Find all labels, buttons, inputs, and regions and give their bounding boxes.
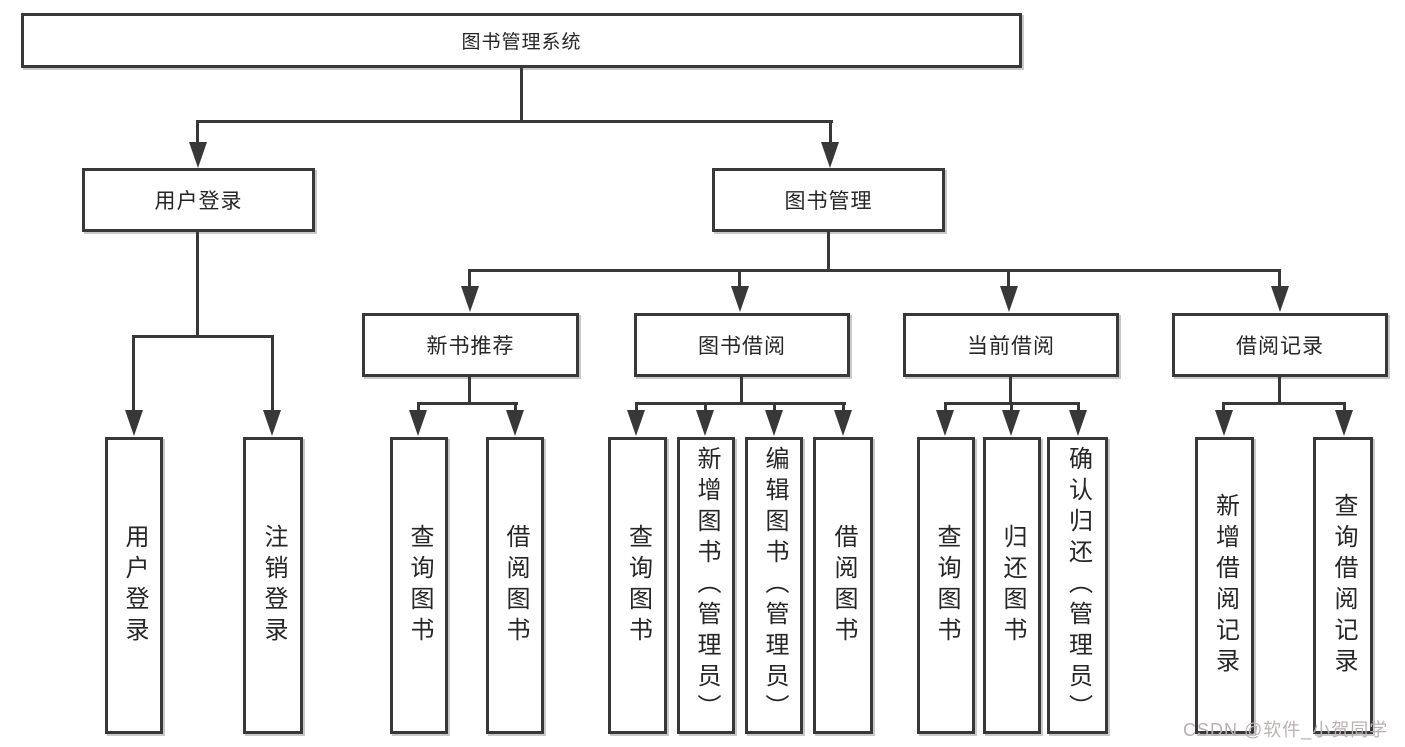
node-current-borrowing: 当前借阅	[903, 313, 1119, 377]
connector-line	[132, 335, 274, 338]
connector-line	[1222, 402, 1225, 414]
arrowhead-icon	[1215, 410, 1233, 436]
connector-line	[196, 232, 199, 338]
leaf-label: 查询借阅记录	[1330, 492, 1357, 679]
arrowhead-icon	[263, 410, 281, 436]
connector-line	[635, 402, 638, 414]
leaf-nbr-query-books: 查询图书	[390, 437, 448, 734]
leaf-bb-edit-books-admin: 编辑图书（管理员）	[745, 437, 803, 734]
leaf-user-login: 用户登录	[105, 437, 163, 734]
arrowhead-icon	[627, 410, 645, 436]
connector-line	[196, 120, 833, 123]
connector-line	[1222, 402, 1346, 405]
leaf-br-query-record: 查询借阅记录	[1313, 437, 1373, 734]
arrowhead-icon	[696, 410, 714, 436]
node-book-management: 图书管理	[712, 168, 945, 232]
leaf-label: 用户登录	[121, 523, 148, 648]
node-book-borrowing: 图书借阅	[634, 313, 850, 377]
connector-line	[514, 402, 517, 414]
node-user-login: 用户登录	[82, 168, 315, 232]
node-label: 图书管理	[784, 190, 873, 213]
arrowhead-icon	[189, 142, 207, 168]
leaf-label: 新增借阅记录	[1211, 492, 1239, 679]
connector-line	[827, 232, 830, 272]
leaf-bb-query-books: 查询图书	[608, 437, 667, 734]
connector-line	[1343, 402, 1346, 414]
arrowhead-icon	[506, 410, 524, 436]
csdn-watermark: CSDN @软件_小贺同学	[1183, 720, 1389, 740]
connector-line	[468, 269, 471, 289]
connector-line	[704, 402, 707, 414]
connector-line	[1010, 402, 1013, 414]
connector-line	[842, 402, 845, 414]
connector-line	[132, 335, 135, 415]
leaf-nbr-borrow-books: 借阅图书	[486, 437, 544, 734]
connector-line	[196, 120, 199, 146]
arrowhead-icon	[409, 410, 427, 436]
arrowhead-icon	[1002, 410, 1020, 436]
connector-line	[1077, 402, 1080, 414]
connector-line	[1009, 377, 1012, 405]
arrowhead-icon	[461, 286, 479, 312]
node-label: 新书推荐	[426, 335, 515, 358]
node-label: 借阅记录	[1236, 335, 1324, 358]
leaf-label: 确认归还（管理员）	[1064, 446, 1092, 725]
leaf-label: 编辑图书（管理员）	[761, 446, 788, 725]
leaf-label: 查询图书	[406, 523, 433, 648]
leaf-logout: 注销登录	[243, 437, 303, 734]
connector-line	[520, 68, 523, 123]
connector-line	[740, 377, 743, 405]
connector-line	[1278, 377, 1281, 405]
arrowhead-icon	[936, 410, 954, 436]
arrowhead-icon	[1271, 286, 1289, 312]
arrowhead-icon	[1335, 410, 1353, 436]
leaf-bb-borrow-books: 借阅图书	[813, 437, 873, 734]
arrowhead-icon	[834, 410, 852, 436]
connector-line	[1278, 269, 1281, 289]
node-library-management-system: 图书管理系统	[21, 13, 1022, 68]
arrowhead-icon	[1069, 410, 1087, 436]
connector-line	[829, 120, 832, 146]
leaf-label: 借阅图书	[502, 523, 529, 648]
node-label: 用户登录	[154, 190, 243, 213]
leaf-label: 新增图书（管理员）	[693, 446, 720, 725]
connector-line	[1007, 269, 1010, 289]
leaf-label: 归还图书	[999, 523, 1026, 648]
connector-line	[468, 269, 1281, 272]
connector-line	[417, 402, 420, 414]
connector-line	[773, 402, 776, 414]
connector-line	[417, 402, 518, 405]
leaf-label: 查询图书	[933, 523, 960, 648]
connector-line	[738, 269, 741, 289]
arrowhead-icon	[821, 142, 839, 168]
connector-line	[635, 402, 846, 405]
node-label: 当前借阅	[967, 335, 1055, 358]
node-new-book-recommend: 新书推荐	[362, 313, 579, 377]
leaf-bb-add-books-admin: 新增图书（管理员）	[677, 437, 735, 734]
arrowhead-icon	[1000, 286, 1018, 312]
leaf-cb-query-books: 查询图书	[917, 437, 975, 734]
leaf-label: 查询图书	[624, 523, 652, 648]
leaf-cb-confirm-return-admin: 确认归还（管理员）	[1047, 437, 1108, 734]
connector-line	[944, 402, 947, 414]
leaf-label: 借阅图书	[830, 523, 857, 648]
arrowhead-icon	[731, 286, 749, 312]
arrowhead-icon	[765, 410, 783, 436]
node-label: 图书管理系统	[461, 32, 582, 53]
arrowhead-icon	[125, 410, 143, 436]
leaf-label: 注销登录	[260, 523, 287, 648]
leaf-br-add-record: 新增借阅记录	[1195, 437, 1254, 734]
node-label: 图书借阅	[698, 335, 786, 358]
connector-line	[271, 335, 274, 415]
connector-line	[468, 377, 471, 405]
node-borrowing-records: 借阅记录	[1172, 313, 1388, 377]
leaf-cb-return-books: 归还图书	[983, 437, 1041, 734]
